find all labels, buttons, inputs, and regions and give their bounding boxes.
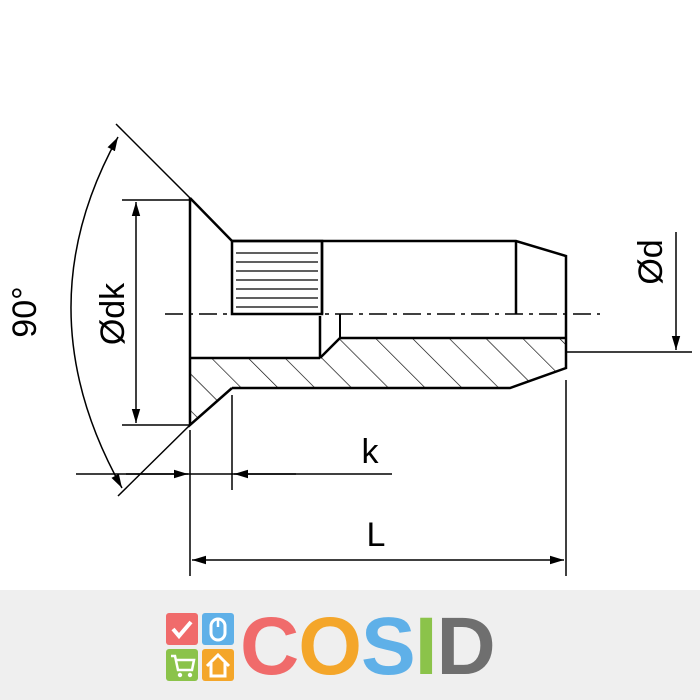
- house-icon: [202, 649, 234, 681]
- angle-extension-lower: [117, 424, 191, 497]
- knurl-section: [230, 239, 324, 316]
- cart-icon: [166, 649, 198, 681]
- angle-arc: [70, 136, 123, 489]
- brand-logo: C O S I D: [166, 601, 496, 692]
- check-icon: [166, 613, 198, 645]
- dk-label: Ødk: [94, 282, 132, 345]
- angle-extension-upper: [115, 123, 191, 199]
- brand-letter: D: [436, 601, 496, 692]
- brand-letter: I: [414, 601, 438, 692]
- technical-drawing: Ødk 90° k L Ød: [6, 123, 692, 576]
- logo-icon-grid: [166, 613, 234, 681]
- angle-label: 90°: [6, 286, 44, 337]
- footer-band: [0, 590, 700, 700]
- body-outline: [232, 239, 568, 390]
- l-label: L: [367, 516, 386, 554]
- brand-wordmark: C O S I D: [240, 601, 496, 692]
- head-section-hatch: [190, 338, 566, 425]
- d-label: Ød: [632, 239, 670, 284]
- brand-letter: S: [361, 601, 416, 692]
- brand-letter: O: [298, 601, 362, 692]
- brand-letter: C: [240, 601, 299, 692]
- k-label: k: [362, 433, 380, 471]
- mouse-icon: [202, 613, 234, 645]
